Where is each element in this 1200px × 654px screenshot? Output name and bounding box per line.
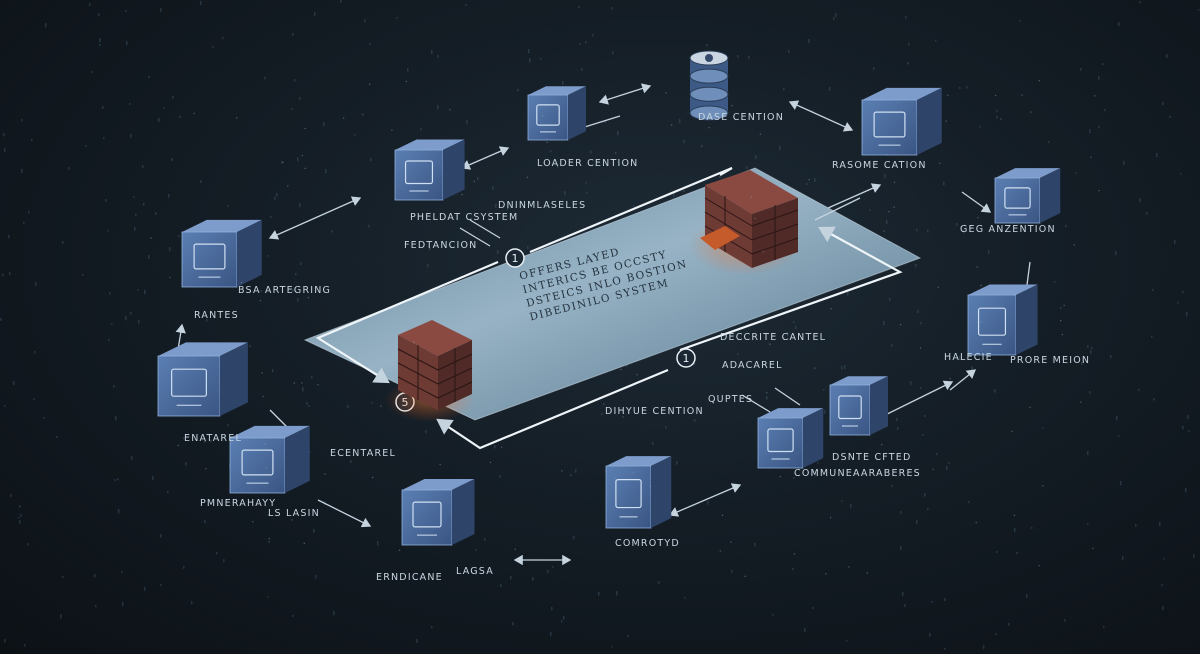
data-stream <box>150 80 1100 577</box>
label-rasome-cation: RASOME CATION <box>832 160 927 171</box>
access-panel-icon <box>181 219 262 288</box>
label-pmnerahayy: PMNERAHAYY <box>200 498 277 509</box>
loader-device-icon <box>527 86 586 141</box>
network-node-icon <box>229 425 310 494</box>
label-ls-lasin: LS LASIN <box>268 508 320 519</box>
label-deccrite-cantel: DECCRITE CANTEL <box>720 332 827 343</box>
label-dase-cention: DASE CENTION <box>698 112 785 123</box>
firewall-server-icon <box>967 284 1038 356</box>
label-dsnte-cfted: DSNTE CFTED <box>832 452 912 463</box>
label-comrotyd: COMROTYD <box>615 538 680 549</box>
storage-device-icon <box>394 139 465 201</box>
label-ecentarel: ECENTAREL <box>330 448 397 459</box>
svg-text:1: 1 <box>683 352 690 365</box>
firewall-icon <box>385 320 475 422</box>
label-quptes: QUPTES <box>708 394 754 405</box>
step-marker: 1 <box>505 248 525 268</box>
server-stack-icon <box>157 342 248 417</box>
lock-device-icon <box>757 408 824 469</box>
label-halecie: HALECIE <box>944 352 993 363</box>
label-pheldat-system: PHELDAT CSYSTEM <box>410 212 519 223</box>
label-dihyue-cention: DIHYUE CENTION <box>605 406 704 417</box>
firewall-icon <box>690 170 800 275</box>
database-icon <box>689 50 729 121</box>
server-node-icon <box>994 168 1061 224</box>
label-communeaaraberes: COMMUNEAARABERES <box>794 468 921 479</box>
step-marker: 1 <box>676 348 696 368</box>
label-loader-cention: LOADER CENTION <box>537 158 639 169</box>
endpoint-icon <box>401 479 475 546</box>
label-dninmlaseles: DNINMLASELES <box>498 200 587 211</box>
label-enatarel: ENATAREL <box>184 433 242 444</box>
label-rantes: RANTES <box>194 310 239 321</box>
label-prore-meion: PRORE MEION <box>1010 355 1091 366</box>
label-bsa-artegring: BSA ARTEGRING <box>238 285 332 296</box>
label-fedtancion: FEDTANCION <box>404 240 478 251</box>
gauge-device-icon <box>605 456 672 529</box>
monitor-device-icon <box>861 87 942 156</box>
label-geg-anzention: GEG ANZENTION <box>960 224 1056 235</box>
label-adacarel: ADACAREL <box>722 360 783 371</box>
secure-storage-icon <box>829 376 888 436</box>
label-erndicane: ERNDICANE <box>376 572 443 583</box>
label-lagsa: LAGSA <box>456 566 494 577</box>
central-loop <box>315 166 903 450</box>
svg-text:1: 1 <box>512 252 519 265</box>
